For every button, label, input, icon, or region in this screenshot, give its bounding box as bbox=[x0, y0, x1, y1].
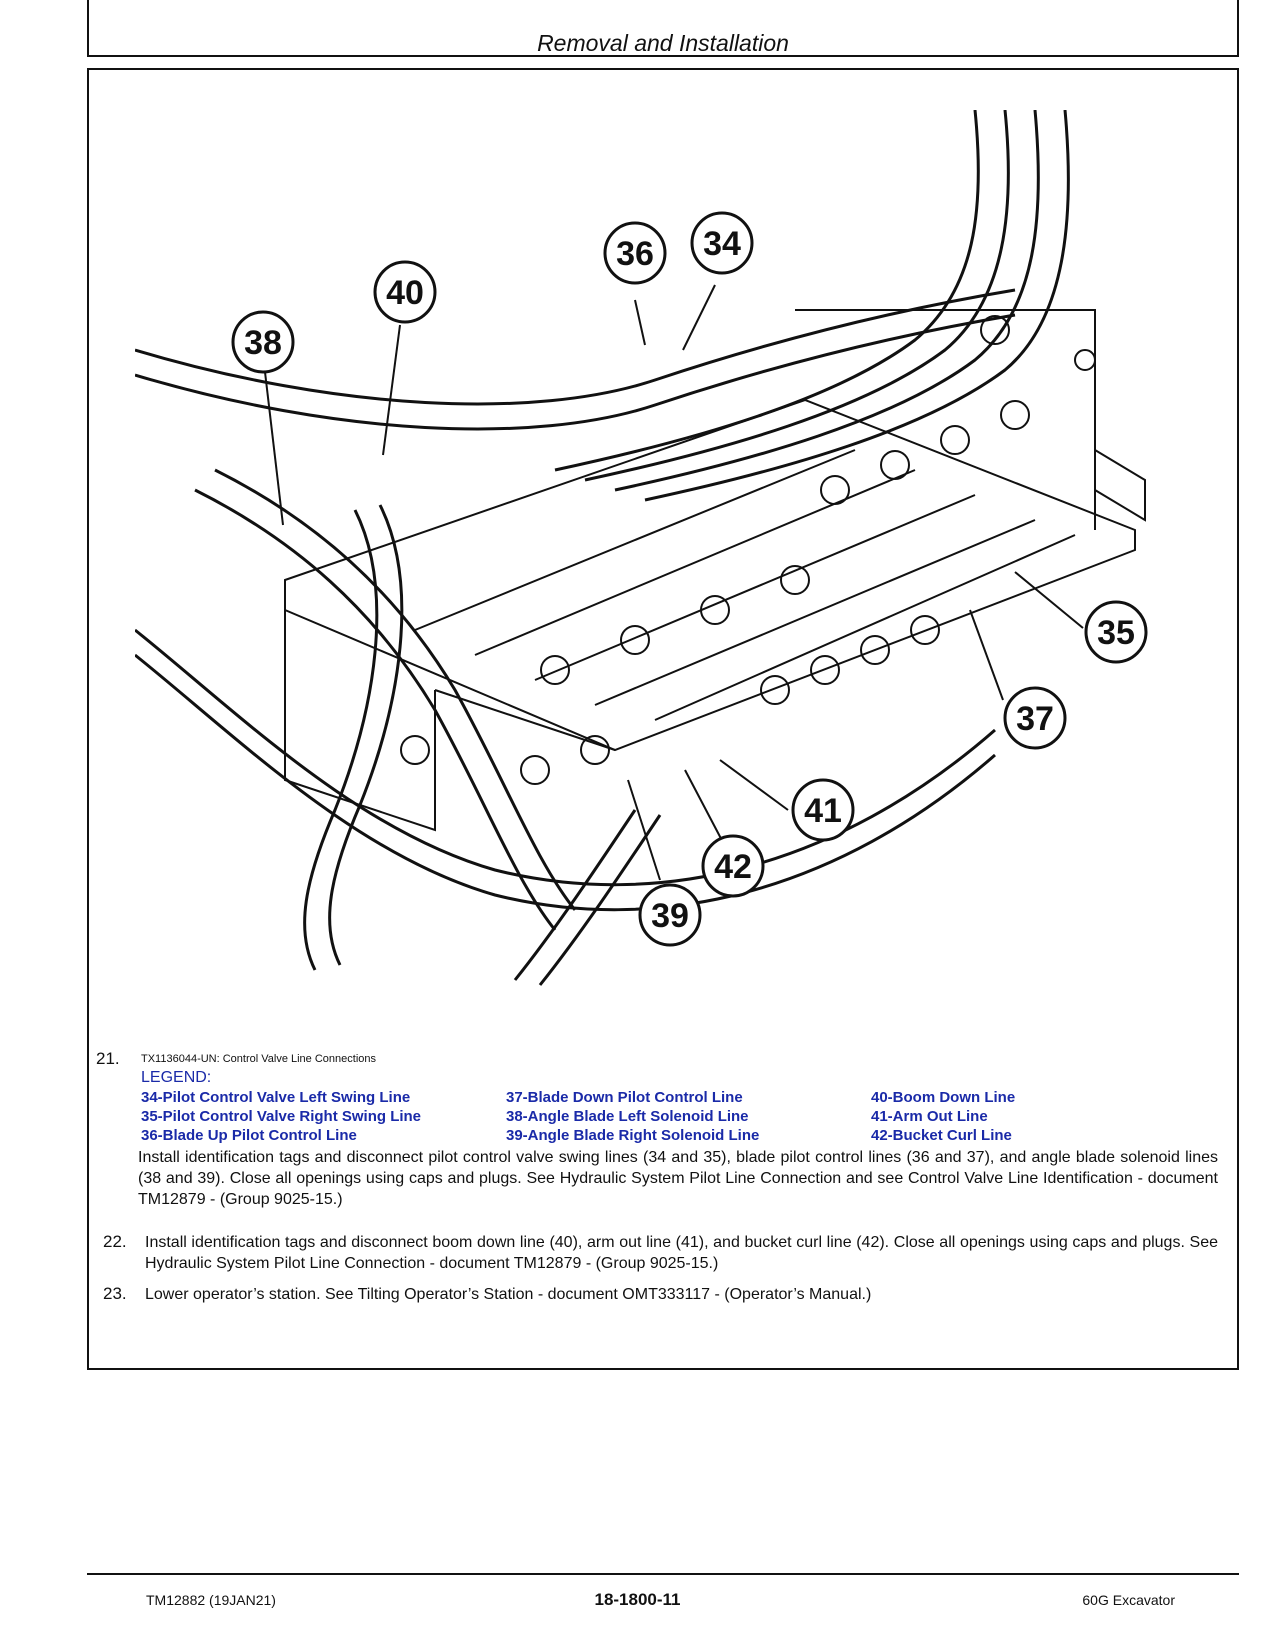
callout-41-label: 41 bbox=[804, 792, 842, 830]
figure-caption: TX1136044-UN: Control Valve Line Connect… bbox=[141, 1053, 377, 1065]
legend-item: 36-Blade Up Pilot Control Line bbox=[141, 1127, 357, 1144]
page-number: 18-1800-11 bbox=[594, 1590, 681, 1609]
callout-40 bbox=[373, 260, 437, 324]
page-title: Removal and Installation bbox=[537, 30, 789, 56]
step-22-text: Install identification tags and disconne… bbox=[145, 1234, 1218, 1272]
legend-item: 34-Pilot Control Valve Left Swing Line bbox=[141, 1089, 411, 1106]
legend: 34-Pilot Control Valve Left Swing Line 3… bbox=[141, 1089, 1061, 1145]
legend-title: LEGEND: bbox=[141, 1069, 212, 1086]
legend-item: 35-Pilot Control Valve Right Swing Line bbox=[141, 1108, 422, 1125]
header-box: Removal and Installation bbox=[87, 0, 1239, 57]
step-21-text: Install identification tags and disconne… bbox=[138, 1149, 1218, 1208]
callout-38 bbox=[231, 310, 295, 374]
footer-divider bbox=[87, 1573, 1239, 1575]
footer-model: 60G Excavator bbox=[1082, 1592, 1175, 1608]
legend-item: 42-Bucket Curl Line bbox=[871, 1127, 1012, 1144]
step-23-text: Lower operator’s station. See Tilting Op… bbox=[145, 1286, 872, 1303]
step-21-number: 21. bbox=[96, 1049, 120, 1068]
legend-item: 39-Angle Blade Right Solenoid Line bbox=[506, 1127, 760, 1144]
legend-item: 41-Arm Out Line bbox=[871, 1108, 988, 1125]
callout-34-label: 34 bbox=[703, 225, 741, 263]
callout-37 bbox=[1003, 686, 1067, 750]
step-23-number: 23. bbox=[103, 1284, 127, 1303]
callout-38-label: 38 bbox=[244, 324, 282, 362]
footer-doc-id: TM12882 (19JAN21) bbox=[146, 1592, 276, 1608]
step-22-number: 22. bbox=[103, 1232, 127, 1251]
callout-36-label: 36 bbox=[616, 235, 654, 273]
callout-36 bbox=[603, 221, 667, 285]
legend-item: 38-Angle Blade Left Solenoid Line bbox=[506, 1108, 749, 1125]
legend-item: 37-Blade Down Pilot Control Line bbox=[506, 1089, 743, 1106]
callout-37-label: 37 bbox=[1016, 700, 1054, 738]
callout-35-label: 35 bbox=[1097, 614, 1135, 652]
callout-41 bbox=[791, 778, 855, 842]
callout-40-label: 40 bbox=[386, 274, 424, 312]
callout-39 bbox=[638, 883, 702, 947]
callout-42-label: 42 bbox=[714, 848, 752, 886]
callout-35 bbox=[1084, 600, 1148, 664]
callout-42 bbox=[701, 834, 765, 898]
content-box bbox=[87, 68, 1239, 1370]
callout-34 bbox=[690, 211, 754, 275]
callout-39-label: 39 bbox=[651, 897, 689, 935]
legend-item: 40-Boom Down Line bbox=[871, 1089, 1016, 1106]
control-valve-illustration: 36 34 40 38 35 37 41 42 39 bbox=[135, 110, 1215, 1040]
